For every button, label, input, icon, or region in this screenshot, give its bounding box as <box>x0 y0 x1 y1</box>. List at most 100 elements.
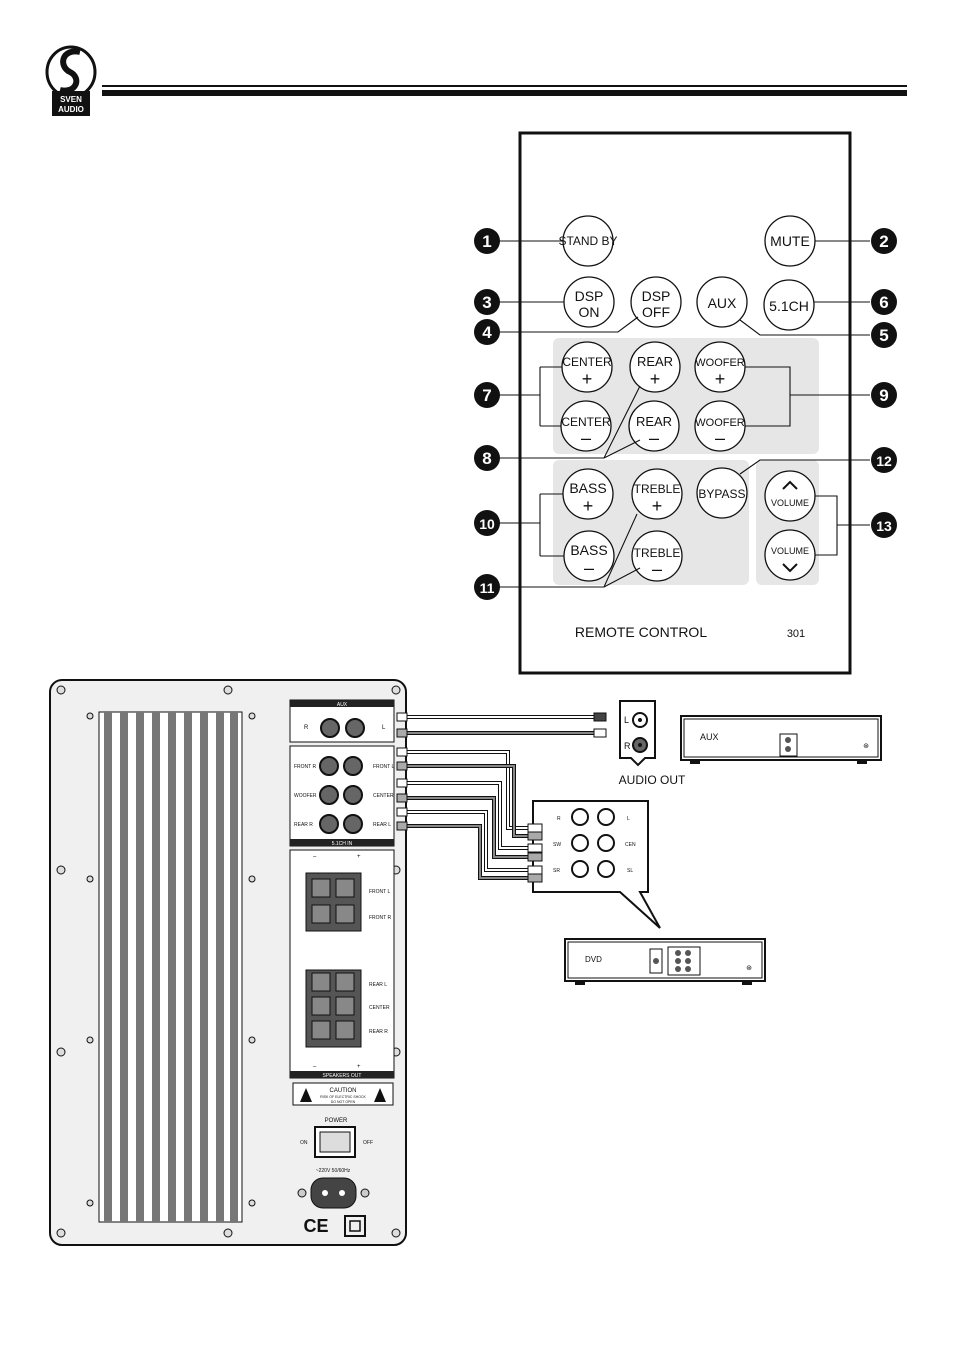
volume-up-button[interactable]: VOLUME <box>764 470 816 522</box>
speakers-plus-top: + <box>357 854 361 860</box>
treble-plus-button[interactable]: TREBLE + <box>631 468 683 520</box>
warning-triangle-icon <box>374 1088 386 1102</box>
dvd-device: DVD ⊛ <box>564 938 766 985</box>
aux-out-l-label: L <box>624 715 629 725</box>
svg-text:–: – <box>652 559 662 579</box>
dsp-off-button[interactable]: DSP OFF <box>630 276 682 328</box>
callout-11: 11 <box>474 574 500 600</box>
in51-rear-l: REAR L <box>373 822 391 828</box>
in51-rear-r: REAR R <box>294 822 313 828</box>
svg-text:BYPASS: BYPASS <box>698 487 745 501</box>
5-1ch-button[interactable]: 5.1CH <box>763 279 815 331</box>
svg-text:TREBLE: TREBLE <box>634 546 681 560</box>
svg-text:13: 13 <box>876 518 892 534</box>
dvd-output-panel: R L SW CEN SR SL <box>527 800 661 929</box>
audio-out-label: AUDIO OUT <box>619 773 686 787</box>
power-switch[interactable] <box>314 1126 356 1158</box>
standby-button[interactable]: STAND BY <box>558 215 618 267</box>
dsp-on-button[interactable]: DSP ON <box>563 276 615 328</box>
callout-1: 1 <box>474 228 500 254</box>
treble-minus-button[interactable]: TREBLE – <box>631 530 683 582</box>
rear-minus-button[interactable]: REAR – <box>628 400 680 452</box>
in51-rca-jacks[interactable] <box>319 756 363 834</box>
callout-8: 8 <box>474 445 500 471</box>
remote-footer-label: REMOTE CONTROL <box>575 624 707 640</box>
svg-text:OFF: OFF <box>642 304 670 320</box>
speaker-terminals-front[interactable] <box>305 872 362 932</box>
volume-down-button[interactable]: VOLUME <box>764 529 816 581</box>
speaker-front-r: FRONT R <box>369 915 392 921</box>
speaker-terminals-rear[interactable] <box>305 969 362 1048</box>
panel-screws <box>56 685 401 1238</box>
callout-13: 13 <box>871 512 897 538</box>
dvd-jack-r: R <box>557 816 561 822</box>
aux-audio-out-panel: L R <box>619 700 656 767</box>
callout-2: 2 <box>871 228 897 254</box>
callout-4: 4 <box>474 319 500 345</box>
dvd-device-label: DVD <box>585 955 602 964</box>
svg-text:–: – <box>581 428 591 448</box>
dvd-jack-l: L <box>627 816 630 822</box>
svg-text:+: + <box>715 369 726 389</box>
center-minus-button[interactable]: CENTER – <box>560 400 612 452</box>
svg-text:1: 1 <box>482 232 491 251</box>
woofer-plus-button[interactable]: WOOFER + <box>694 341 746 393</box>
svg-text:VOLUME: VOLUME <box>771 498 809 508</box>
center-plus-button[interactable]: CENTER + <box>561 341 613 393</box>
svg-text:BASS: BASS <box>570 542 607 558</box>
svg-text:+: + <box>583 496 594 516</box>
svg-text:6: 6 <box>879 293 888 312</box>
mute-button[interactable]: MUTE <box>764 215 816 267</box>
svg-text:DSP: DSP <box>575 288 604 304</box>
svg-text:STAND BY: STAND BY <box>558 234 617 248</box>
logo-line1: SVEN <box>60 95 82 104</box>
in51-title: 5.1CH IN <box>332 841 353 847</box>
svg-text:–: – <box>715 428 725 448</box>
bass-minus-button[interactable]: BASS – <box>563 530 615 582</box>
aux-out-r-label: R <box>624 741 631 751</box>
chevron-up-icon <box>782 480 798 490</box>
caution-line1: RISK OF ELECTRIC SHOCK <box>320 1095 366 1099</box>
callout-6: 6 <box>871 289 897 315</box>
callout-3: 3 <box>474 289 500 315</box>
logo-line2: AUDIO <box>58 105 84 114</box>
in51-woofer: WOOFER <box>294 793 317 799</box>
svg-text:AUX: AUX <box>708 295 737 311</box>
svg-text:CENTER: CENTER <box>562 355 612 369</box>
svg-text:WOOFER: WOOFER <box>695 417 745 429</box>
svg-text:⊛: ⊛ <box>746 965 752 972</box>
bass-plus-button[interactable]: BASS + <box>562 468 614 520</box>
rear-plus-button[interactable]: REAR + <box>629 341 681 393</box>
svg-text:7: 7 <box>482 386 491 405</box>
woofer-minus-button[interactable]: WOOFER – <box>694 400 746 452</box>
svg-text:+: + <box>652 496 663 516</box>
callout-5: 5 <box>871 322 897 348</box>
power-on-label: ON <box>300 1140 308 1146</box>
dvd-jack-sl: SL <box>627 868 633 874</box>
in51-cables <box>405 750 530 880</box>
svg-text:⊛: ⊛ <box>863 743 869 750</box>
caution-title: CAUTION <box>330 1088 357 1094</box>
bypass-button[interactable]: BYPASS <box>696 467 748 519</box>
svg-text:3: 3 <box>482 293 491 312</box>
svg-text:BASS: BASS <box>569 480 606 496</box>
svg-text:8: 8 <box>482 449 491 468</box>
svg-text:–: – <box>649 428 659 448</box>
in51-center: CENTER <box>373 793 394 799</box>
caution-line2: DO NOT OPEN <box>331 1100 356 1104</box>
callout-10: 10 <box>474 510 500 536</box>
warning-triangle-icon <box>300 1088 312 1102</box>
svg-text:12: 12 <box>876 453 892 469</box>
aux-device: AUX ⊛ <box>680 715 882 764</box>
aux-rca-jacks[interactable] <box>320 718 365 738</box>
aux-input-title: AUX <box>337 702 348 708</box>
heatsink-fins <box>104 712 238 1222</box>
speakers-out-title: SPEAKERS OUT <box>323 1073 362 1079</box>
svg-text:5.1CH: 5.1CH <box>769 298 809 314</box>
svg-text:+: + <box>650 369 661 389</box>
power-socket[interactable] <box>297 1177 370 1209</box>
svg-text:CENTER: CENTER <box>561 415 611 429</box>
svg-text:–: – <box>584 558 594 578</box>
aux-button[interactable]: AUX <box>696 276 748 328</box>
